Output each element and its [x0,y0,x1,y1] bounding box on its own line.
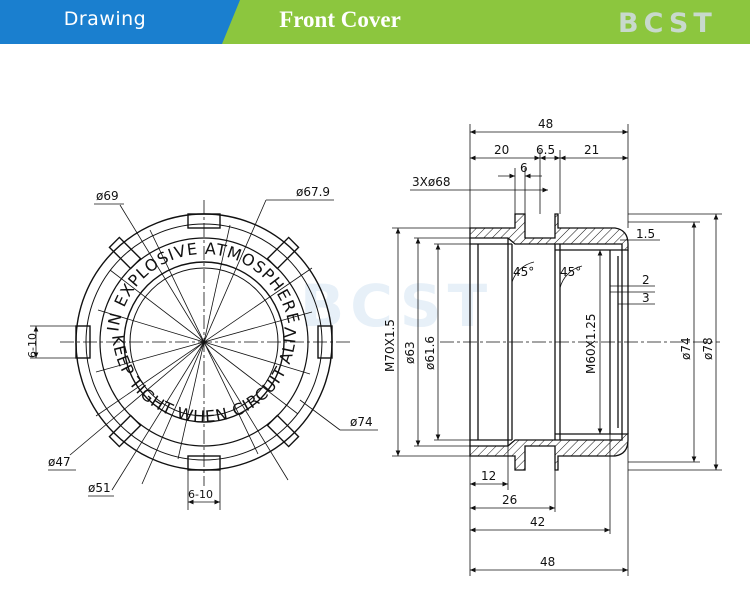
angle-left: 45° [513,265,534,279]
brand-logo: BCST [618,8,717,39]
slot-bottom-left [108,414,142,448]
ring-text-bottom: KEEP TIGHT WHEN CIRCUIT ALIVE [0,0,300,426]
dim-d74-front: ø74 [350,415,373,429]
front-view [30,199,378,510]
angle-right: 45° [560,265,581,279]
dim-thread-inner: M60X1.25 [584,313,598,374]
slot-top-left [108,236,142,270]
dim-d74-side: ø74 [679,337,693,360]
dim-6-5: 6.5 [536,143,555,157]
dim-d78: ø78 [701,337,715,360]
section-outlines [469,238,629,446]
slot-top-right [266,236,300,270]
dim-1-5: 1.5 [636,227,655,241]
lower-wall-section [469,433,629,471]
side-view [392,124,722,576]
dim-slot-bottom: 6-10 [188,488,213,501]
dim-2: 2 [642,273,650,287]
dim-thread-outer: M70X1.5 [383,319,397,372]
dim-42: 42 [530,515,545,529]
dim-d69: ø69 [96,189,119,203]
side-dimension-lines [392,124,722,576]
dim-12: 12 [481,469,496,483]
dim-d67-9: ø67.9 [296,185,330,199]
slot-bottom-right [266,414,300,448]
dim-slot-left: 6-10 [26,333,39,358]
drawing-tab-label: Drawing [63,8,147,30]
dim-48-bottom: 48 [540,555,555,569]
dim-26: 26 [502,493,517,507]
dim-21: 21 [584,143,599,157]
dim-d61-6: ø61.6 [423,336,437,370]
dim-20: 20 [494,143,509,157]
dim-3: 3 [642,291,650,305]
header-banner: Drawing Front Cover BCST [0,0,750,44]
leader-lines [69,199,341,491]
dim-holes: 3Xø68 [412,175,450,189]
header-background [0,0,750,44]
dim-48-top: 48 [538,117,553,131]
dim-6: 6 [520,161,528,175]
page-title: Front Cover [279,7,401,32]
dim-d51: ø51 [88,481,111,495]
dim-d47: ø47 [48,455,71,469]
dim-d63: ø63 [403,341,417,364]
upper-wall-section [469,213,629,251]
